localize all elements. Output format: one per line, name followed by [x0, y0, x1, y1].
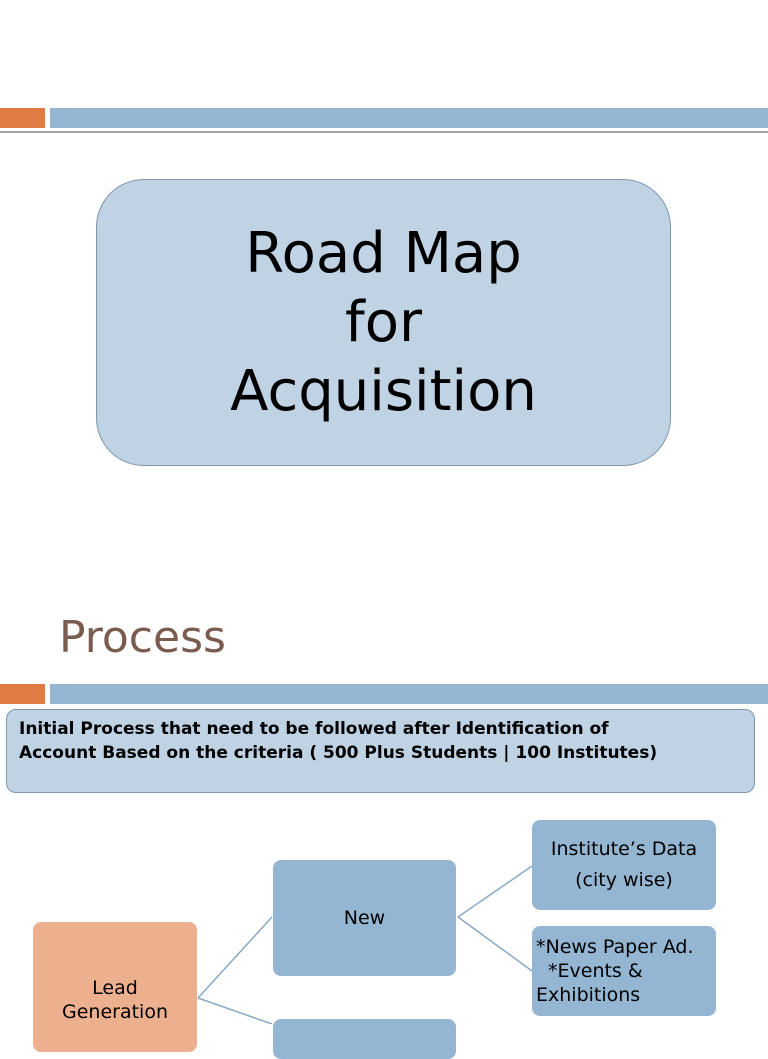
lead-line-1: Lead: [92, 977, 138, 999]
process-heading: Process: [59, 612, 226, 663]
lead-line-2: Generation: [62, 1001, 168, 1023]
divider-rule: [0, 131, 768, 133]
title-line-2: for: [345, 290, 422, 355]
next-branch-node: [273, 1019, 456, 1059]
data-line-1: Institute’s Data: [550, 838, 698, 860]
data-line-2: (city wise): [575, 869, 673, 891]
criteria-line-2: Account Based on the criteria ( 500 Plus…: [19, 743, 658, 763]
connector-lead-next: [197, 997, 273, 1024]
diagram-connectors: [197, 865, 533, 1024]
connector-new-data: [457, 865, 533, 918]
criteria-box: Initial Process that need to be followed…: [6, 709, 755, 793]
new-node: New: [273, 860, 456, 976]
ads-line-2: *Events &: [548, 960, 643, 982]
lead-generation-node: Lead Generation: [33, 922, 197, 1052]
accent-block: [0, 684, 45, 704]
criteria-line-1: Initial Process that need to be followed…: [19, 719, 609, 739]
accent-block: [0, 108, 45, 128]
connector-new-ads: [457, 916, 533, 972]
slide-title-box: Road Map for Acquisition: [96, 179, 671, 466]
marketing-node: *News Paper Ad. *Events & Exhibitions: [532, 926, 716, 1016]
connector-lead-new: [197, 916, 273, 999]
accent-bar: [50, 684, 768, 704]
institutes-data-node: Institute’s Data (city wise): [532, 820, 716, 910]
ads-line-1: *News Paper Ad.: [536, 936, 694, 958]
new-label: New: [343, 907, 386, 929]
accent-bar: [50, 108, 768, 128]
title-line-1: Road Map: [245, 221, 522, 286]
title-line-3: Acquisition: [230, 359, 537, 424]
ads-line-3: Exhibitions: [536, 984, 641, 1006]
